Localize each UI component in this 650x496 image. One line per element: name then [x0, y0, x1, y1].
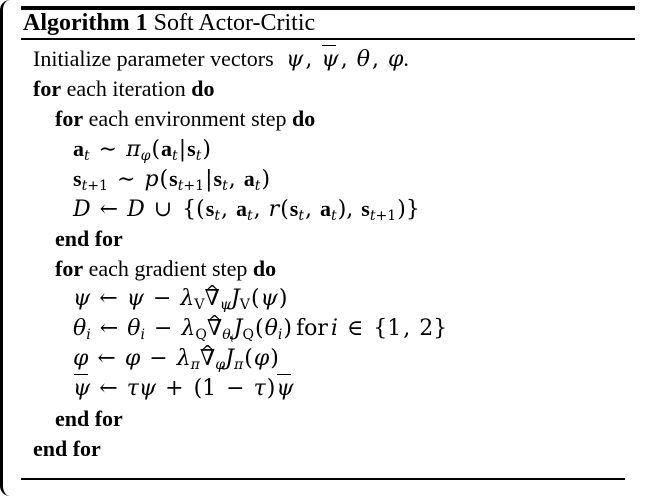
line-for-env-step: for each environment step do	[3, 104, 650, 134]
algorithm-title-rule	[21, 38, 635, 40]
algorithm-bottom-rule	[21, 478, 625, 480]
line-update-psi-bar: ψ ← τψ + (1 − τ)ψ	[3, 374, 650, 404]
line-end-for-grad: end for	[3, 404, 650, 434]
algorithm-caption-label: Algorithm 1	[23, 10, 148, 36]
line-init-period: .	[403, 46, 409, 71]
line-init-text: Initialize parameter vectors	[33, 46, 274, 71]
line-end-for-env: end for	[3, 224, 650, 254]
line-buffer-update: D ← D ∪ {(st, at, r(st, at), st+1)}	[73, 196, 420, 224]
algorithm-top-rule	[21, 6, 635, 10]
line-update-phi: φ ← φ − λπ∇^φJπ(φ)	[73, 342, 279, 373]
keyword-for: for	[55, 256, 84, 281]
keyword-do: do	[252, 256, 277, 281]
line-end-for-iteration: end for	[3, 434, 650, 464]
line-update-psi: ψ ← ψ − λV∇^ψJV(ψ)	[73, 282, 288, 313]
line-init-symbols: ψ, ψ, θ, φ	[279, 45, 403, 72]
line-for-grad-step-body: each gradient step	[88, 256, 248, 281]
keyword-end-for: end for	[55, 226, 123, 251]
algorithm-caption: Algorithm 1 Soft Actor-Critic	[23, 9, 315, 37]
keyword-end-for: end for	[55, 406, 123, 431]
keyword-do: do	[191, 76, 215, 101]
line-for-iteration-body: each iteration	[66, 76, 186, 101]
algorithm-caption-title: Soft Actor-Critic	[153, 10, 316, 36]
keyword-for: for	[55, 106, 84, 131]
algorithm-body: Initialize parameter vectors ψ, ψ, θ, φ.…	[3, 44, 650, 464]
line-init: Initialize parameter vectors ψ, ψ, θ, φ.	[3, 44, 650, 74]
keyword-for: for	[33, 76, 62, 101]
keyword-end-for: end for	[33, 436, 101, 461]
line-for-grad-step: for each gradient step do	[3, 254, 650, 284]
keyword-for-inline: for	[295, 316, 328, 341]
line-sample-state: st+1 ∼ p(st+1|st, at)	[73, 166, 271, 194]
line-for-iteration: for each iteration do	[3, 74, 650, 104]
line-for-env-step-body: each environment step	[88, 106, 287, 131]
line-sample-action: at ∼ πφ(at|st)	[73, 136, 211, 164]
keyword-do: do	[292, 106, 316, 131]
